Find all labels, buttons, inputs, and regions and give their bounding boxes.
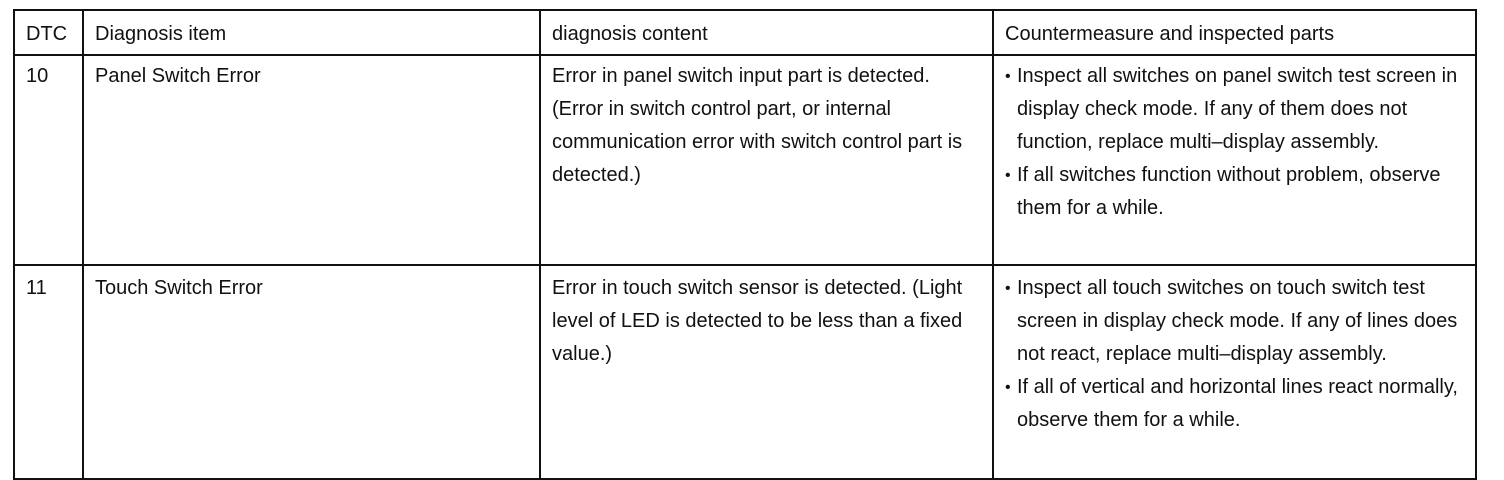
diagnosis-content: Error in touch switch sensor is detected… bbox=[539, 264, 994, 480]
countermeasure-cell: • Inspect all switches on panel switch te… bbox=[992, 54, 1477, 266]
countermeasure-item: • If all switches function without proble… bbox=[1005, 159, 1469, 225]
dtc-code: 11 bbox=[13, 264, 84, 480]
header-dtc: DTC bbox=[13, 9, 84, 56]
diagnosis-item: Panel Switch Error bbox=[82, 54, 541, 266]
bullet-icon: • bbox=[1005, 68, 1011, 85]
bullet-icon: • bbox=[1005, 379, 1011, 396]
dtc-diagnosis-table: DTC Diagnosis item diagnosis content Cou… bbox=[13, 9, 1477, 480]
header-diagnosis-item: Diagnosis item bbox=[82, 9, 541, 56]
bullet-icon: • bbox=[1005, 167, 1011, 184]
diagnosis-item: Touch Switch Error bbox=[82, 264, 541, 480]
diagnosis-content: Error in panel switch input part is dete… bbox=[539, 54, 994, 266]
countermeasure-text: If all of vertical and horizontal lines … bbox=[1017, 376, 1458, 431]
countermeasure-item: • If all of vertical and horizontal lines… bbox=[1005, 371, 1469, 437]
countermeasure-cell: • Inspect all touch switches on touch swi… bbox=[992, 264, 1477, 480]
table-row: 11 Touch Switch Error Error in touch swi… bbox=[13, 264, 1477, 480]
header-diagnosis-content: diagnosis content bbox=[539, 9, 994, 56]
countermeasure-list: • Inspect all switches on panel switch te… bbox=[1005, 60, 1469, 225]
table-header-row: DTC Diagnosis item diagnosis content Cou… bbox=[13, 9, 1477, 56]
countermeasure-text: Inspect all switches on panel switch tes… bbox=[1017, 65, 1458, 153]
bullet-icon: • bbox=[1005, 280, 1011, 297]
dtc-code: 10 bbox=[13, 54, 84, 266]
header-countermeasure: Countermeasure and inspected parts bbox=[992, 9, 1477, 56]
countermeasure-text: If all switches function without problem… bbox=[1017, 164, 1441, 219]
table-row: 10 Panel Switch Error Error in panel swi… bbox=[13, 54, 1477, 266]
countermeasure-text: Inspect all touch switches on touch swit… bbox=[1017, 277, 1458, 365]
countermeasure-list: • Inspect all touch switches on touch swi… bbox=[1005, 272, 1469, 437]
countermeasure-item: • Inspect all switches on panel switch te… bbox=[1005, 60, 1469, 159]
countermeasure-item: • Inspect all touch switches on touch swi… bbox=[1005, 272, 1469, 371]
